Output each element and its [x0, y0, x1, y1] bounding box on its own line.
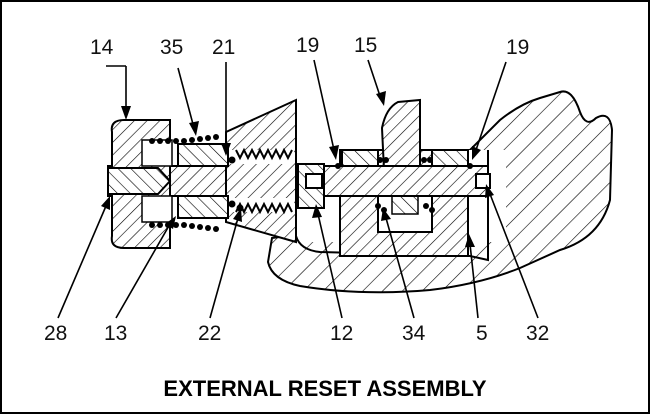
- label-part-22: 22: [198, 322, 221, 345]
- thread-top: [235, 147, 293, 161]
- label-part-5: 5: [476, 322, 488, 345]
- label-part-21: 21: [212, 36, 235, 59]
- lock-nut-bore: [305, 173, 323, 189]
- label-part-14: 14: [90, 36, 114, 59]
- knob-cavity-bottom: [141, 195, 173, 223]
- latch-lever: [380, 98, 421, 171]
- label-part-19-right: 19: [506, 36, 529, 59]
- label-part-15: 15: [354, 34, 377, 57]
- sleeve-top: [177, 143, 229, 167]
- leader-lines: [57, 59, 539, 319]
- shaft-tip: [475, 173, 491, 189]
- label-part-28: 28: [44, 322, 67, 345]
- latch-tab: [391, 195, 419, 215]
- diagram-caption: EXTERNAL RESET ASSEMBLY: [163, 376, 486, 401]
- label-part-32: 32: [526, 322, 549, 345]
- spring-top: [149, 134, 219, 144]
- label-part-12: 12: [330, 322, 353, 345]
- label-part-19-left: 19: [296, 34, 319, 57]
- retaining-pin: [107, 167, 172, 195]
- sleeve-bottom: [177, 195, 229, 219]
- label-part-35: 35: [160, 36, 183, 59]
- label-part-34: 34: [402, 322, 426, 345]
- knob-cavity-top: [141, 139, 173, 167]
- label-part-13: 13: [104, 322, 127, 345]
- thread-bottom: [235, 201, 293, 215]
